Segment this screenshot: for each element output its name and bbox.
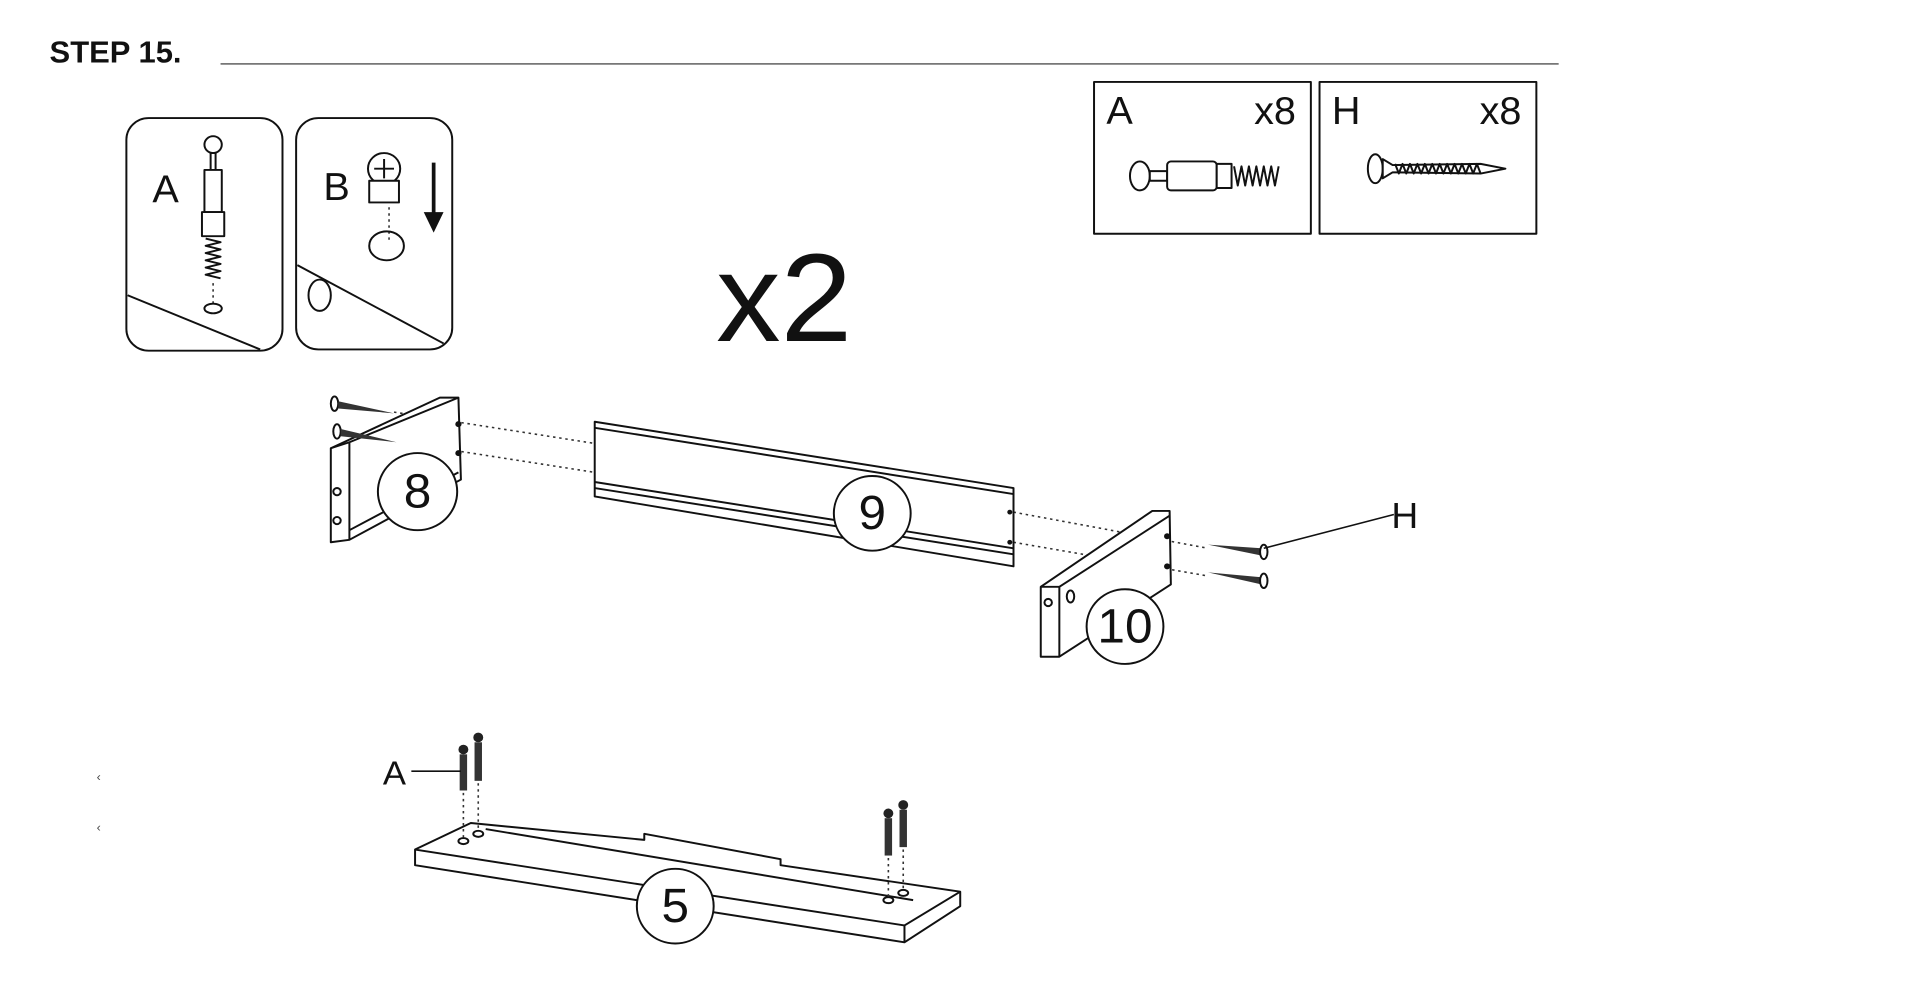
- panel-number-9: 9: [858, 487, 886, 540]
- detail-panel-b: B: [295, 117, 454, 351]
- panel-number-8: 8: [404, 465, 432, 518]
- detail-label-a: A: [152, 169, 178, 211]
- panel-number-5: 5: [661, 880, 689, 933]
- panel-10: 10: [1039, 509, 1172, 665]
- panel-5: 5: [414, 822, 962, 945]
- panel-9: 9: [593, 420, 1015, 568]
- callout-label-h: H: [1391, 495, 1418, 535]
- stray-mark: ‹: [97, 821, 101, 835]
- detail-panel-a: A: [125, 117, 284, 352]
- parts-list-item-h: H x8: [1318, 80, 1538, 235]
- panel-8: 8: [329, 396, 462, 544]
- part-quantity: x8: [1254, 91, 1296, 133]
- cam-bolt-icon: [200, 135, 226, 315]
- callout-leader-h: [1263, 513, 1395, 550]
- screw-icon: [1208, 543, 1269, 590]
- part-label: H: [1332, 91, 1361, 133]
- cam-bolt-icon: [458, 732, 909, 898]
- detail-label-b: B: [323, 167, 349, 209]
- multiplier-label: x2: [716, 228, 852, 368]
- parts-list-item-a: A x8: [1093, 80, 1312, 235]
- part-label: A: [1106, 91, 1132, 133]
- cam-bolt-icon: [1128, 160, 1280, 192]
- cam-lock-icon: [366, 152, 405, 262]
- stray-mark: ‹: [97, 770, 101, 784]
- panel-number-10: 10: [1097, 600, 1152, 653]
- screw-icon: [1366, 153, 1507, 185]
- part-quantity: x8: [1480, 91, 1522, 133]
- step-title: STEP 15.: [50, 36, 182, 70]
- arrow-down-icon: [423, 162, 444, 233]
- callout-label-a: A: [383, 755, 406, 792]
